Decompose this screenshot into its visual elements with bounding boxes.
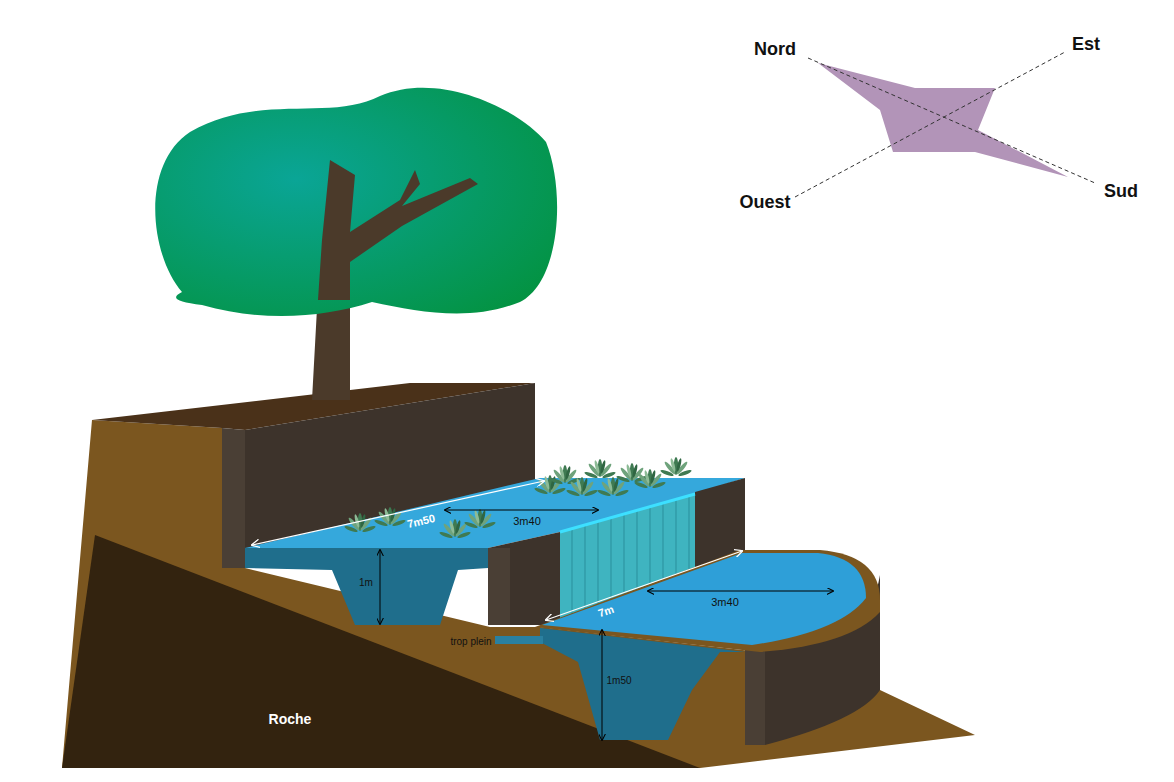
dimension-arrow <box>648 591 833 592</box>
water-plants <box>344 457 692 539</box>
side-wall <box>222 428 245 568</box>
dimension-arrow <box>445 510 598 511</box>
lower-pond-surface <box>542 553 866 645</box>
lower-pond-section <box>540 628 745 740</box>
part-label: Roche <box>269 712 312 727</box>
tree <box>155 88 557 400</box>
curved-wall-front <box>745 650 765 745</box>
dimension-label: 3m40 <box>513 515 541 527</box>
compass-axis <box>808 58 1095 183</box>
dimension-arrow <box>252 481 544 545</box>
upper-pond-section <box>245 548 488 625</box>
compass-label: Est <box>1072 35 1100 55</box>
compass-rose <box>795 52 1095 197</box>
dimension-arrow <box>546 551 742 620</box>
dimension-label: 1m <box>359 577 373 588</box>
compass-axis <box>795 52 1065 197</box>
compass-label: Sud <box>1104 182 1138 202</box>
compass-label: Ouest <box>739 193 790 213</box>
dividing-wall-front <box>488 548 510 625</box>
dimension-label: 3m40 <box>711 596 739 608</box>
waterfall-lip <box>560 494 695 532</box>
dimension-arrow <box>602 630 603 740</box>
tree-canopy <box>155 88 557 316</box>
compass-label: Nord <box>754 40 796 60</box>
dimension-arrow <box>380 550 381 624</box>
tree-branches <box>318 160 478 300</box>
compass-star <box>818 63 1068 177</box>
part-label: trop plein <box>450 636 491 647</box>
dimension-label: 1m50 <box>606 675 631 686</box>
overflow-pipe <box>495 636 543 644</box>
dividing-wall <box>488 532 560 625</box>
